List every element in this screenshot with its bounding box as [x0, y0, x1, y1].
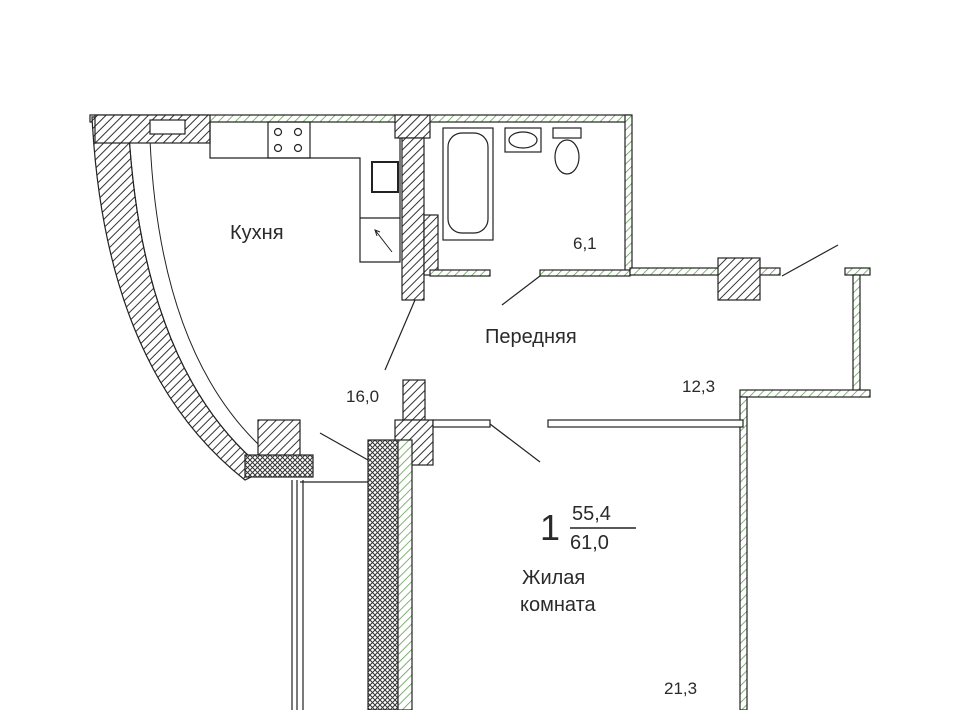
- hall-label: Передняя: [485, 326, 577, 348]
- living-room-label-2: комната: [520, 594, 596, 616]
- hall-area: 12,3: [682, 377, 716, 396]
- stove: [267, 121, 311, 159]
- rooms-count: 1: [540, 507, 561, 548]
- total-area: 61,0: [570, 532, 609, 554]
- curved-wall: [91, 116, 267, 481]
- kitchen-sink: [371, 161, 399, 193]
- kitchen-label: Кухня: [230, 222, 284, 244]
- toilet: [552, 127, 582, 139]
- bath-sink: [504, 127, 542, 153]
- kitchen-area: 16,0: [346, 387, 380, 406]
- kitchen-counter: [209, 122, 401, 263]
- bathtub: [442, 127, 494, 241]
- bathroom-area: 6,1: [573, 234, 597, 253]
- living-room-label-1: Жилая: [522, 567, 586, 589]
- living-room-area: 21,3: [664, 679, 698, 698]
- living-area-total: 55,4: [572, 503, 611, 525]
